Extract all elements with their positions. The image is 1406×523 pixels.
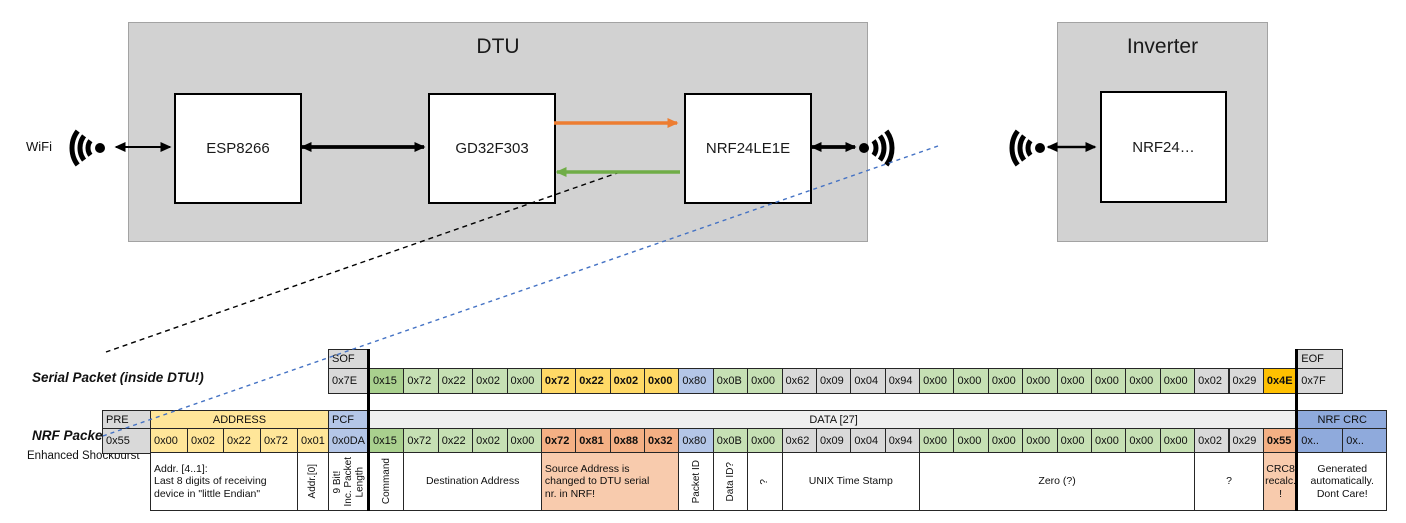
serial-byte-cell: 0x80 — [678, 368, 714, 394]
serial-byte-cell: 0x00 — [1090, 368, 1127, 394]
serial-byte-cell: 0x7E — [328, 368, 370, 394]
nrf-byte-cell: 0x62 — [781, 428, 817, 454]
nrf-byte-cell: 0x.. — [1342, 428, 1388, 454]
nrf-header-cell: ADDRESS — [150, 410, 329, 430]
nrf-byte-cell: 0x55 — [1262, 428, 1299, 454]
nrf-byte-cell: 0x00 — [1159, 428, 1196, 454]
serial-byte-cell: 0x72 — [540, 368, 577, 394]
serial-byte-cell: 0x94 — [884, 368, 921, 394]
serial-byte-cell: 0x72 — [403, 368, 439, 394]
nrf-note-cell: 9 Bit! Inc. Packet Length — [328, 452, 370, 511]
serial-byte-cell: 0x00 — [1125, 368, 1161, 394]
nrf-byte-cell: 0x00 — [1056, 428, 1092, 454]
nrf-byte-cell: 0x22 — [223, 428, 261, 454]
nrf-header-cell: DATA [27] — [369, 410, 1299, 430]
serial-byte-cell: 0x29 — [1228, 368, 1264, 394]
nrf-byte-cell: 0x72 — [260, 428, 298, 454]
separator-line — [1295, 349, 1298, 511]
serial-header-cell: EOF — [1297, 349, 1344, 370]
nrf-byte-cell: 0x09 — [815, 428, 852, 454]
serial-byte-cell: 0x7F — [1297, 368, 1344, 394]
nrf-note-cell: ? — [747, 452, 783, 511]
serial-byte-cell: 0x22 — [437, 368, 474, 394]
serial-byte-cell: 0x00 — [987, 368, 1024, 394]
dtu-title: DTU — [476, 35, 520, 58]
nrf-note-cell: Generated automatically. Dont Care! — [1297, 452, 1388, 511]
nrf-note-cell: Addr.[0] — [297, 452, 329, 511]
nrf-note-cell: Data ID? — [712, 452, 749, 511]
serial-byte-cell: 0x00 — [1056, 368, 1092, 394]
nrf-byte-cell: 0x04 — [850, 428, 886, 454]
nrf-byte-cell: 0x00 — [1090, 428, 1127, 454]
serial-byte-cell: 0x00 — [1159, 368, 1196, 394]
serial-byte-cell: 0x00 — [953, 368, 989, 394]
nrf-byte-cell: 0x00 — [150, 428, 188, 454]
serial-byte-cell: 0x4E — [1262, 368, 1299, 394]
nrf-byte-cell: 0x72 — [540, 428, 577, 454]
nrf-byte-cell: 0x15 — [369, 428, 405, 454]
separator-line — [367, 349, 370, 511]
serial-byte-cell: 0x00 — [506, 368, 542, 394]
serial-byte-cell: 0x00 — [919, 368, 955, 394]
wifi-label: WiFi — [26, 139, 52, 154]
serial-byte-cell: 0x00 — [747, 368, 783, 394]
nrf-byte-cell: 0x.. — [1297, 428, 1344, 454]
nrf-note-cell: UNIX Time Stamp — [781, 452, 921, 511]
nrf-note-cell: ? — [1194, 452, 1264, 511]
nrf-byte-cell: 0x00 — [987, 428, 1024, 454]
nrf-byte-cell: 0x55 — [102, 428, 151, 454]
nrf-byte-cell: 0x32 — [644, 428, 680, 454]
serial-byte-cell: 0x09 — [815, 368, 852, 394]
nrf-note-cell: CRC8 recalc. ! — [1262, 452, 1299, 511]
nrf-byte-cell: 0x02 — [472, 428, 508, 454]
nrf-byte-cell: 0x01 — [297, 428, 329, 454]
nrf-packet-label: NRF Packet — [32, 428, 108, 443]
nrf-byte-cell: 0x80 — [678, 428, 714, 454]
nrf-header-cell: PCF — [328, 410, 370, 430]
inverter-nrf24-label: NRF24… — [1132, 138, 1195, 156]
serial-byte-cell: 0x22 — [575, 368, 611, 394]
nrf-byte-cell: 0x29 — [1228, 428, 1264, 454]
nrf-byte-cell: 0x0DA — [328, 428, 370, 454]
serial-byte-cell: 0x02 — [472, 368, 508, 394]
nrf-note-cell: Addr. [4..1]: Last 8 digits of receiving… — [150, 452, 298, 511]
nrf-byte-cell: 0x00 — [506, 428, 542, 454]
nrf-byte-cell: 0x94 — [884, 428, 921, 454]
nrf-note-cell: Command — [369, 452, 405, 511]
serial-byte-cell: 0x62 — [781, 368, 817, 394]
nrf-byte-cell: 0x00 — [953, 428, 989, 454]
nrf-byte-cell: 0x02 — [1194, 428, 1230, 454]
nrf-note-cell: Zero (?) — [919, 452, 1196, 511]
nrf-note-cell: Source Address is changed to DTU serial … — [540, 452, 680, 511]
serial-header-cell: SOF — [328, 349, 370, 370]
nrf-byte-cell: 0x00 — [747, 428, 783, 454]
inverter-nrf24-box: NRF24… — [1100, 91, 1227, 203]
serial-byte-cell: 0x00 — [644, 368, 680, 394]
inverter-title: Inverter — [1126, 35, 1199, 58]
nrf-note-cell: Destination Address — [403, 452, 542, 511]
nrf-byte-cell: 0x81 — [575, 428, 611, 454]
serial-byte-cell: 0x02 — [1194, 368, 1230, 394]
serial-byte-cell: 0x02 — [609, 368, 646, 394]
nrf-byte-cell: 0x88 — [609, 428, 646, 454]
nrf-byte-cell: 0x72 — [403, 428, 439, 454]
serial-byte-cell: 0x04 — [850, 368, 886, 394]
nrf-byte-cell: 0x02 — [187, 428, 224, 454]
wifi-icon — [1009, 119, 1045, 177]
serial-byte-cell: 0x00 — [1022, 368, 1058, 394]
nrf-byte-cell: 0x22 — [437, 428, 474, 454]
serial-byte-cell: 0x15 — [369, 368, 405, 394]
nrf-byte-cell: 0x00 — [1022, 428, 1058, 454]
nrf-note-cell: Packet ID — [678, 452, 714, 511]
serial-byte-cell: 0x0B — [712, 368, 749, 394]
nrf-header-cell: PRE — [102, 410, 151, 430]
nrf-byte-cell: 0x0B — [712, 428, 749, 454]
nrf-byte-cell: 0x00 — [1125, 428, 1161, 454]
nrf-byte-cell: 0x00 — [919, 428, 955, 454]
nrf-header-cell: NRF CRC — [1297, 410, 1388, 430]
